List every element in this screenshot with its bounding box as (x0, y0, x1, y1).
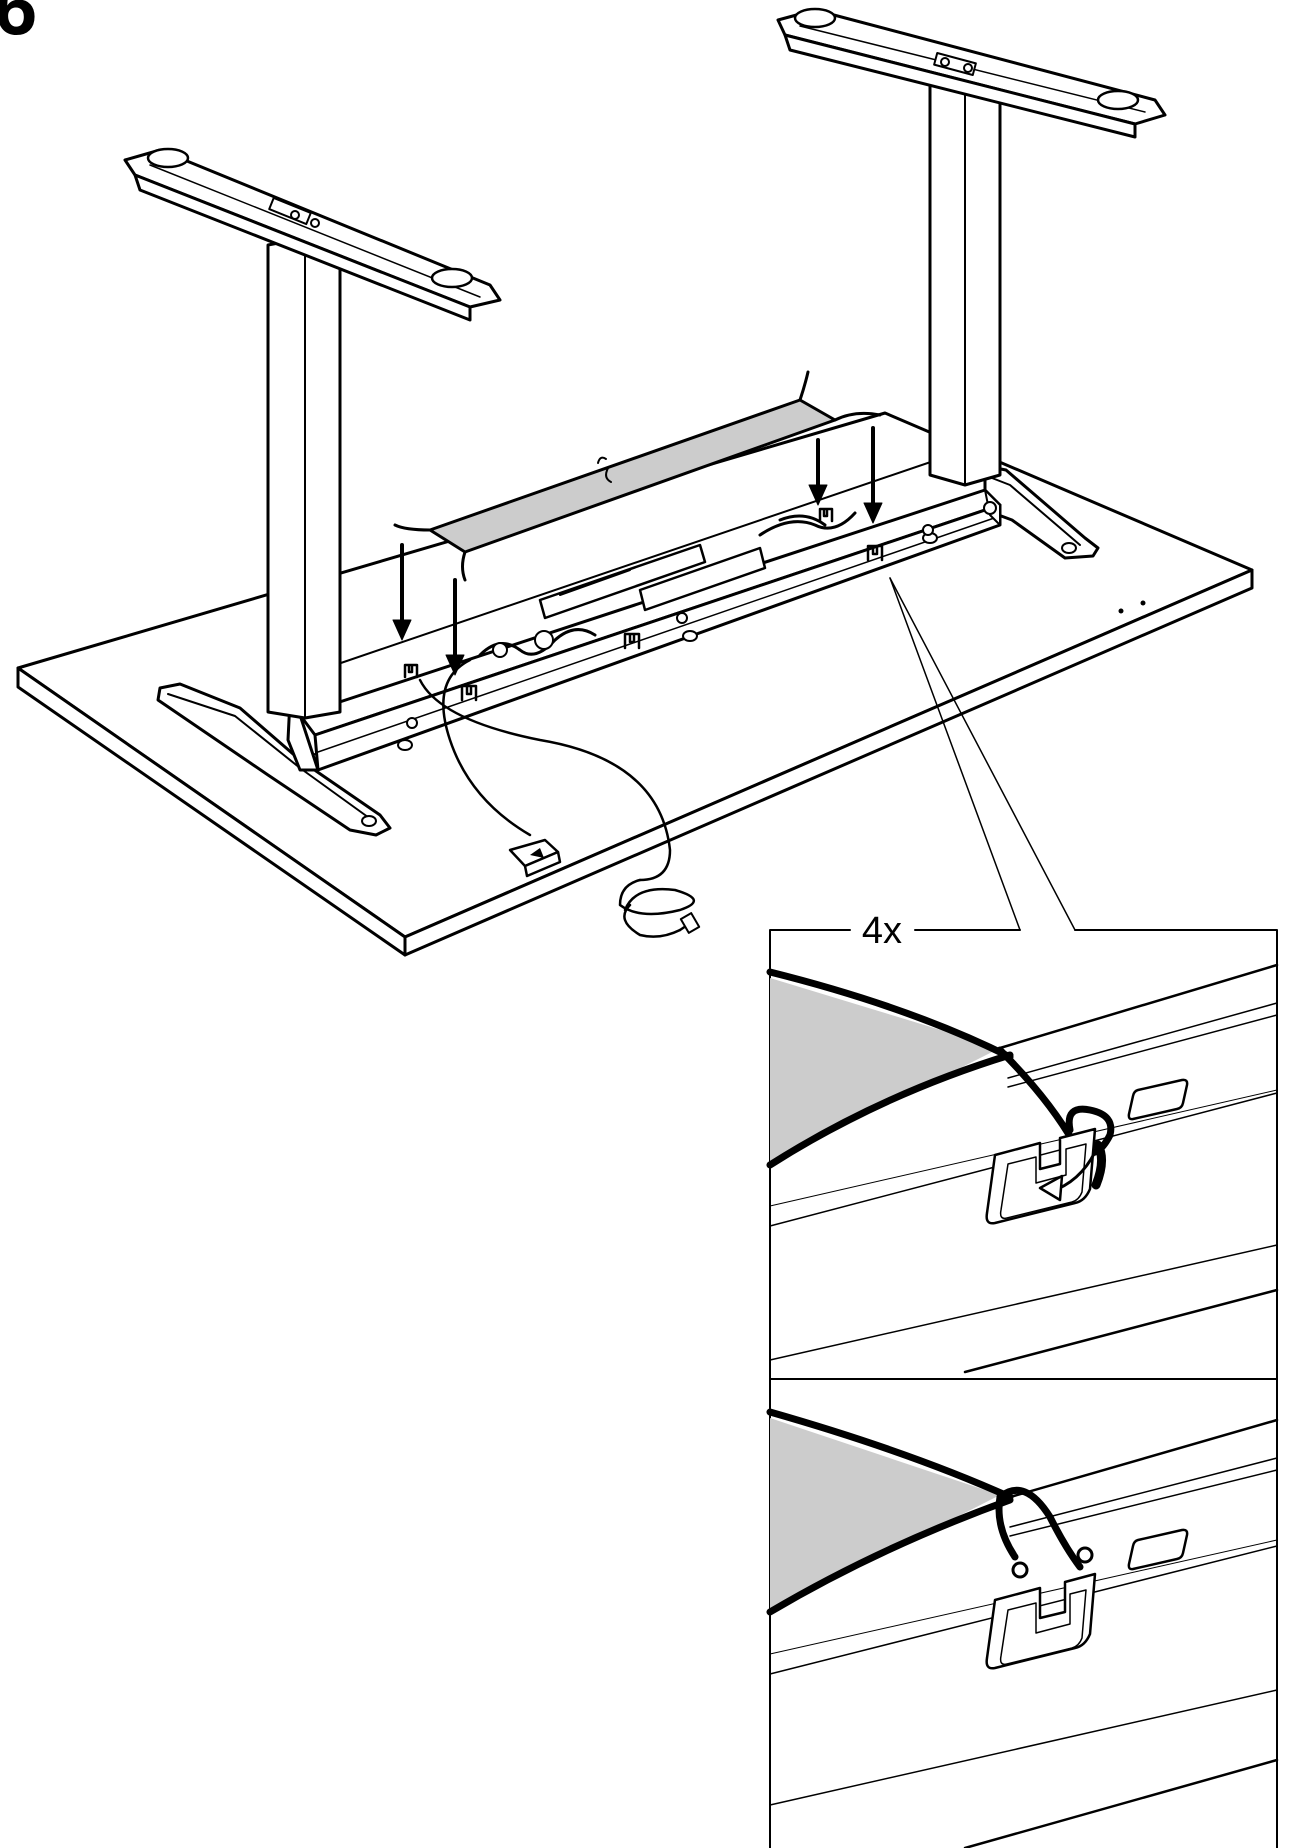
quantity-label: 4x (862, 910, 902, 952)
plug-icon (679, 912, 701, 934)
hand-control (508, 838, 562, 878)
callout-lines (889, 577, 1076, 931)
detail-hook-before (766, 963, 1279, 1374)
left-leg (123, 147, 502, 720)
placement-arrows (392, 426, 883, 676)
table-top (16, 411, 1254, 957)
cable-tray (393, 370, 882, 582)
frame-rail (286, 451, 1002, 772)
control-box (478, 511, 857, 658)
right-foot (983, 464, 1100, 560)
detail-panel: 4x (766, 910, 1279, 1848)
right-leg (776, 7, 1167, 487)
detail-hook-after (766, 1408, 1279, 1848)
step-number: 6 (0, 0, 38, 51)
power-cable (418, 658, 695, 938)
